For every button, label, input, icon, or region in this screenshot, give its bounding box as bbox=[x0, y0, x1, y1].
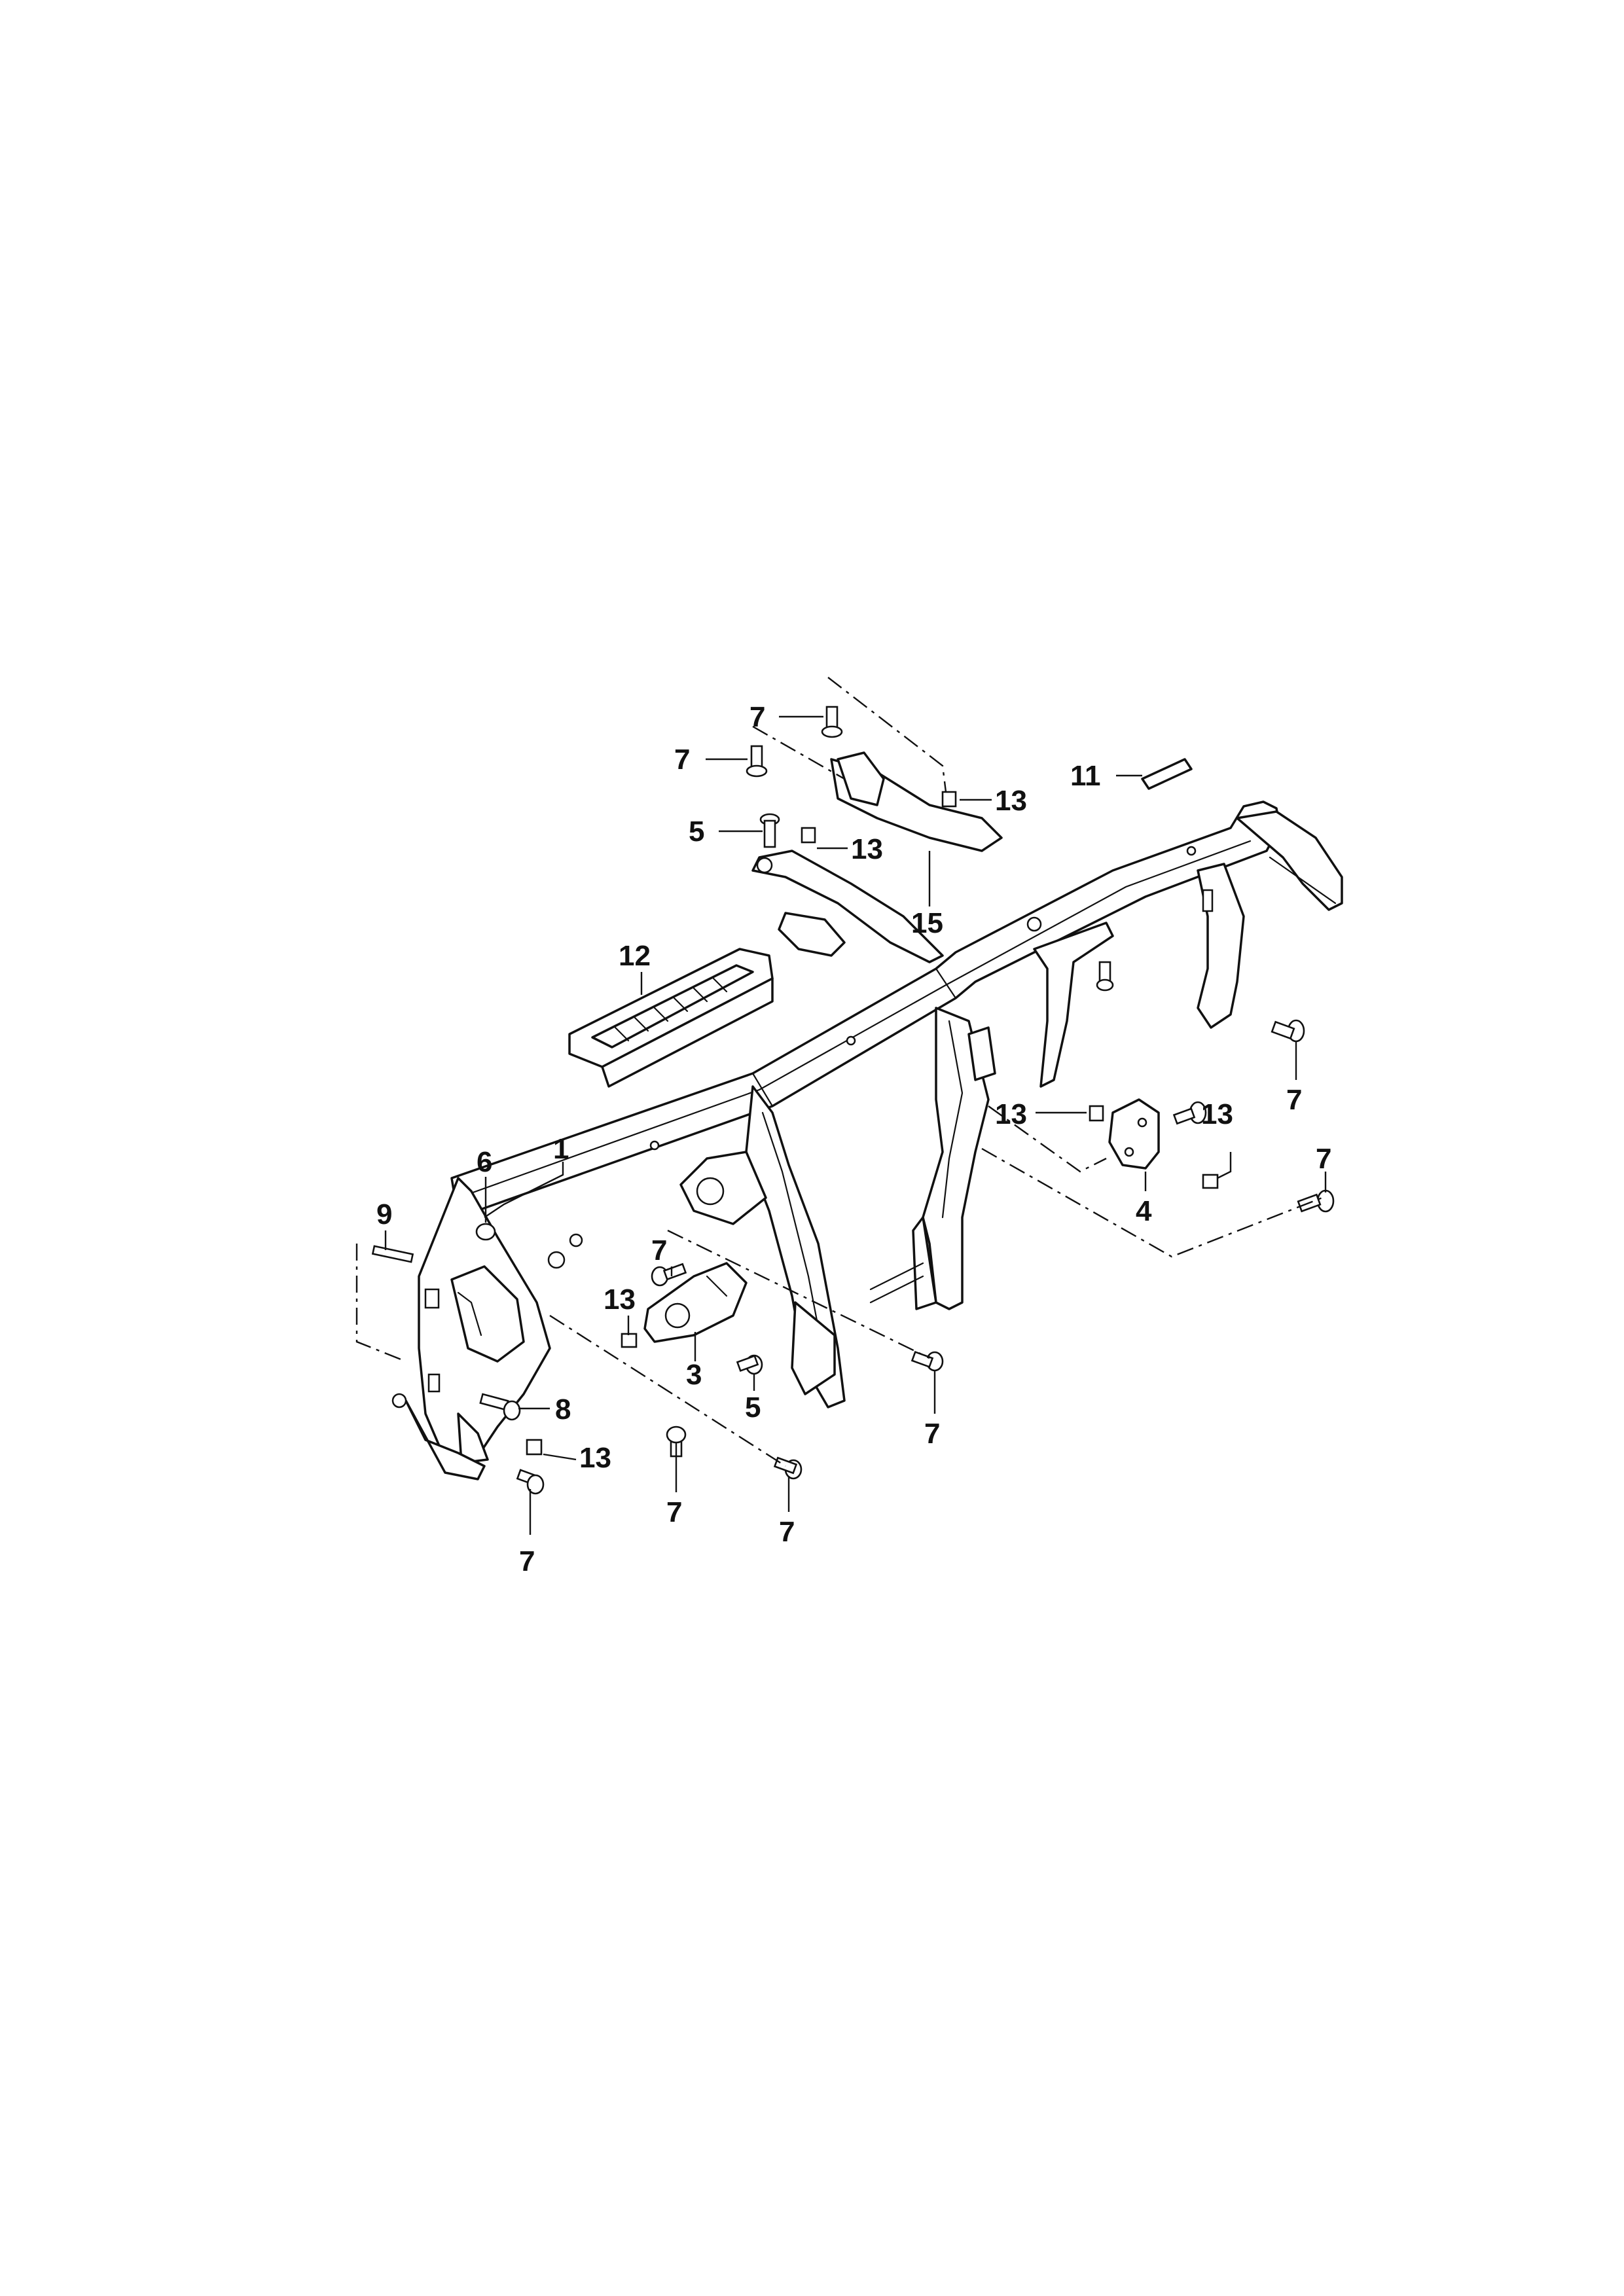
fastener-bolt-under-beam bbox=[1096, 961, 1114, 992]
callout-15: 15 bbox=[911, 907, 943, 939]
callout-13-top-b: 13 bbox=[851, 833, 883, 865]
callout-6: 6 bbox=[477, 1146, 492, 1178]
fastener-bolt-7-right-center bbox=[911, 1350, 944, 1372]
callout-7-center-b: 7 bbox=[779, 1516, 795, 1548]
fastener-bolt-7-lower-left bbox=[516, 1469, 545, 1495]
fastener-bolt-7-top-a bbox=[821, 706, 843, 738]
mounting-plate bbox=[1108, 1098, 1160, 1170]
callout-12: 12 bbox=[619, 940, 651, 972]
callout-5-center: 5 bbox=[745, 1391, 761, 1424]
callout-4: 4 bbox=[1136, 1195, 1152, 1227]
callout-7-top-b: 7 bbox=[674, 744, 690, 776]
clip-nut-13-plate bbox=[1089, 1105, 1104, 1122]
callout-7-right-center: 7 bbox=[924, 1418, 940, 1450]
steering-column-support bbox=[869, 1007, 996, 1310]
fastener-stud-9 bbox=[371, 1245, 414, 1263]
callout-9: 9 bbox=[376, 1198, 392, 1230]
callout-7-top-a: 7 bbox=[749, 701, 765, 733]
clip-nut-13-right bbox=[1202, 1174, 1219, 1189]
center-support-bracket bbox=[679, 1085, 846, 1408]
fastener-bolt-7-knee bbox=[651, 1263, 687, 1287]
callout-7-right-end: 7 bbox=[1286, 1084, 1302, 1116]
callout-7-lower-left: 7 bbox=[519, 1545, 535, 1577]
callout-13-knee: 13 bbox=[604, 1283, 636, 1316]
clip-nut-13-top-a bbox=[941, 791, 957, 808]
callout-11: 11 bbox=[1070, 760, 1101, 792]
fastener-bolt-7-center-b bbox=[773, 1456, 803, 1480]
callout-13-lower-left: 13 bbox=[579, 1442, 611, 1474]
fastener-bolt-7-top-b bbox=[746, 745, 768, 778]
clip-nut-13-lower-left bbox=[526, 1439, 543, 1456]
callout-5-top: 5 bbox=[689, 816, 704, 848]
clip-nut-13-top-b bbox=[801, 827, 816, 844]
callout-7-knee: 7 bbox=[651, 1234, 667, 1266]
callout-13-right: 13 bbox=[1201, 1098, 1233, 1130]
clip-nut-13-knee bbox=[621, 1333, 638, 1348]
callout-7-right-lower: 7 bbox=[1316, 1143, 1331, 1175]
fastener-nut-6 bbox=[475, 1223, 496, 1241]
fastener-bolt-right-end bbox=[1271, 1019, 1305, 1043]
knee-bracket bbox=[643, 1262, 748, 1343]
left-end-bracket bbox=[391, 1177, 583, 1480]
callout-1: 1 bbox=[553, 1133, 569, 1165]
assembly-lines bbox=[355, 677, 1323, 1467]
callout-13-top-a: 13 bbox=[995, 785, 1027, 817]
fastener-bolt-plate bbox=[1172, 1101, 1207, 1125]
trim-strip bbox=[1141, 758, 1193, 790]
center-right-bracket bbox=[1033, 922, 1114, 1088]
leader-lines bbox=[384, 715, 1327, 1535]
center-air-vent bbox=[568, 948, 774, 1088]
callout-13-plate: 13 bbox=[995, 1098, 1027, 1130]
callout-7-center-a: 7 bbox=[666, 1496, 682, 1528]
callout-labels: 7 7 5 13 13 15 11 12 1 6 9 7 13 3 5 8 13… bbox=[376, 701, 1331, 1577]
fastener-bolt-8 bbox=[479, 1393, 521, 1421]
fastener-bolt-right-lower bbox=[1297, 1189, 1335, 1213]
callout-3: 3 bbox=[686, 1359, 702, 1391]
cross-car-beam bbox=[450, 800, 1281, 1219]
fastener-bolt-5-top bbox=[759, 813, 780, 848]
callout-8: 8 bbox=[555, 1393, 571, 1426]
upper-brace bbox=[751, 751, 1003, 963]
fastener-bolt-5-center bbox=[736, 1354, 763, 1375]
right-end-bracket bbox=[1197, 810, 1343, 1029]
